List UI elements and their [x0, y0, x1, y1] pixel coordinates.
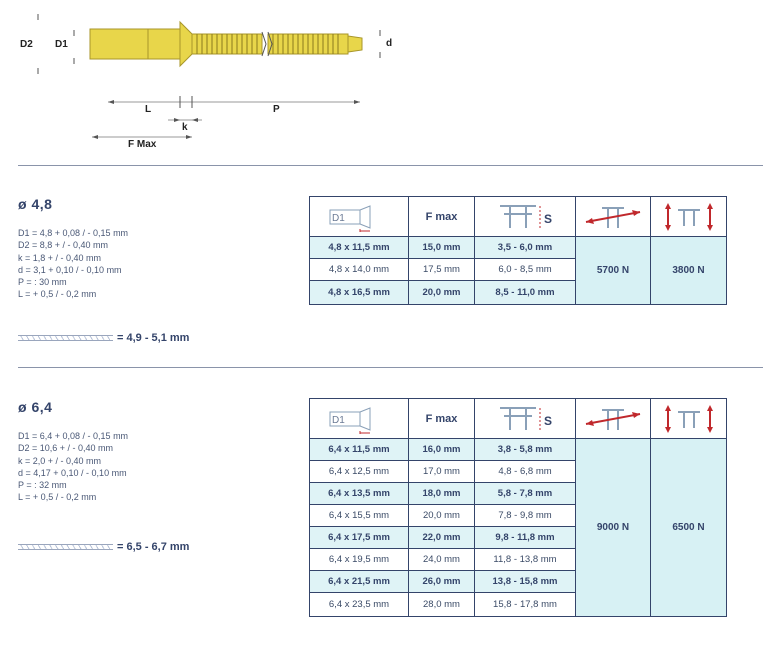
drill-bit-icon: [18, 335, 113, 341]
drill-size-value: = 6,5 - 6,7 mm: [117, 541, 190, 553]
shear-value: 5700 N: [576, 237, 651, 304]
header-fmax: F max: [409, 399, 475, 439]
row2-s: 4,8 - 6,8 mm: [475, 461, 576, 483]
label-d2: D2: [20, 39, 33, 50]
rivet-drawing-svg: [37, 14, 381, 139]
label-fmax: F Max: [128, 139, 157, 150]
label-l: L: [145, 104, 152, 115]
rivet-profile-icon: D1: [329, 204, 371, 232]
label-p: P: [273, 104, 280, 115]
spec-table: D1 F max S: [309, 196, 727, 305]
rivet-sleeve: [89, 28, 181, 60]
row8-size: 6,4 x 23,5 mm: [310, 593, 409, 616]
header-d1-text: D1: [332, 415, 345, 426]
row5-fmax: 22,0 mm: [409, 527, 475, 549]
row1-fmax: 16,0 mm: [409, 439, 475, 461]
spec-l: L = + 0,5 / - 0,2 mm: [18, 492, 97, 503]
row4-size: 6,4 x 15,5 mm: [310, 505, 409, 527]
row4-s: 7,8 - 9,8 mm: [475, 505, 576, 527]
spec-k: k = 2,0 + / - 0,40 mm: [18, 455, 102, 466]
spec-table: D1 F max S: [309, 398, 727, 617]
header-s-text: S: [544, 212, 552, 226]
spec-d: d = 3,1 + 0,10 / - 0,10 mm: [18, 264, 122, 275]
row6-size: 6,4 x 19,5 mm: [310, 549, 409, 571]
header-d1-text: D1: [332, 213, 345, 224]
row6-fmax: 24,0 mm: [409, 549, 475, 571]
label-k: k: [182, 122, 188, 133]
row3-fmax: 18,0 mm: [409, 483, 475, 505]
header-shear: [576, 197, 651, 237]
header-d1: D1: [310, 399, 409, 439]
header-shear: [576, 399, 651, 439]
row2-size: 6,4 x 12,5 mm: [310, 461, 409, 483]
tensile-force-icon: [664, 404, 713, 433]
spec-d1: D1 = 6,4 + 0,08 / - 0,15 mm: [18, 431, 129, 441]
row2-fmax: 17,5 mm: [409, 259, 475, 281]
grip-range-icon: S: [500, 406, 552, 430]
spec-p: P = : 32 mm: [18, 480, 67, 491]
row8-s: 15,8 - 17,8 mm: [475, 593, 576, 616]
section-title: ø 4,8: [18, 196, 53, 212]
shear-value: 9000 N: [576, 439, 651, 616]
tensile-value: 3800 N: [651, 237, 726, 304]
section-title: ø 6,4: [18, 399, 53, 415]
row4-fmax: 20,0 mm: [409, 505, 475, 527]
grip-range-icon: S: [500, 204, 552, 228]
row2-s: 6,0 - 8,5 mm: [475, 259, 576, 281]
spec-k: k = 1,8 + / - 0,40 mm: [18, 252, 102, 263]
spec-list: D1 = 4,8 + 0,08 / - 0,15 mm D2 = 8,8 + /…: [18, 227, 128, 301]
row7-s: 13,8 - 15,8 mm: [475, 571, 576, 593]
row5-s: 9,8 - 11,8 mm: [475, 527, 576, 549]
row3-fmax: 20,0 mm: [409, 281, 475, 304]
row1-size: 4,8 x 11,5 mm: [310, 237, 409, 259]
shear-force-icon: [585, 408, 641, 430]
label-d1: D1: [55, 39, 68, 50]
header-d1: D1: [310, 197, 409, 237]
drill-size: = 6,5 - 6,7 mm: [18, 541, 189, 553]
row1-s: 3,5 - 6,0 mm: [475, 237, 576, 259]
rivet-drawing: D2 D1 d L P k F Max: [0, 0, 400, 150]
spec-d1: D1 = 4,8 + 0,08 / - 0,15 mm: [18, 228, 129, 238]
tensile-value: 6500 N: [651, 439, 726, 616]
rivet-head: [179, 20, 193, 68]
spec-d2: D2 = 10,6 + / - 0,40 mm: [18, 443, 114, 454]
header-tensile: [651, 399, 726, 439]
mandrel-tip: [347, 35, 363, 53]
header-fmax: F max: [409, 197, 475, 237]
row8-fmax: 28,0 mm: [409, 593, 475, 616]
drill-bit-icon: [18, 544, 113, 550]
drill-size-value: = 4,9 - 5,1 mm: [117, 332, 190, 344]
row3-size: 6,4 x 13,5 mm: [310, 483, 409, 505]
row1-size: 6,4 x 11,5 mm: [310, 439, 409, 461]
header-s: S: [475, 197, 576, 237]
row2-size: 4,8 x 14,0 mm: [310, 259, 409, 281]
row3-s: 8,5 - 11,0 mm: [475, 281, 576, 304]
row7-size: 6,4 x 21,5 mm: [310, 571, 409, 593]
spec-list: D1 = 6,4 + 0,08 / - 0,15 mm D2 = 10,6 + …: [18, 430, 128, 504]
row2-fmax: 17,0 mm: [409, 461, 475, 483]
spec-d: d = 4,17 + 0,10 / - 0,10 mm: [18, 467, 127, 478]
spec-d2: D2 = 8,8 + / - 0,40 mm: [18, 240, 109, 251]
row7-fmax: 26,0 mm: [409, 571, 475, 593]
spec-l: L = + 0,5 / - 0,2 mm: [18, 289, 97, 300]
row6-s: 11,8 - 13,8 mm: [475, 549, 576, 571]
row3-size: 4,8 x 16,5 mm: [310, 281, 409, 304]
separator: [18, 165, 763, 166]
header-tensile: [651, 197, 726, 237]
tensile-force-icon: [664, 202, 713, 231]
drill-size: = 4,9 - 5,1 mm: [18, 332, 189, 344]
row1-s: 3,8 - 5,8 mm: [475, 439, 576, 461]
spec-p: P = : 30 mm: [18, 277, 67, 288]
row3-s: 5,8 - 7,8 mm: [475, 483, 576, 505]
separator: [18, 367, 763, 368]
row5-size: 6,4 x 17,5 mm: [310, 527, 409, 549]
row1-fmax: 15,0 mm: [409, 237, 475, 259]
header-s-text: S: [544, 414, 552, 428]
rivet-profile-icon: D1: [329, 406, 371, 434]
header-s: S: [475, 399, 576, 439]
shear-force-icon: [585, 206, 641, 228]
label-d: d: [386, 38, 393, 49]
